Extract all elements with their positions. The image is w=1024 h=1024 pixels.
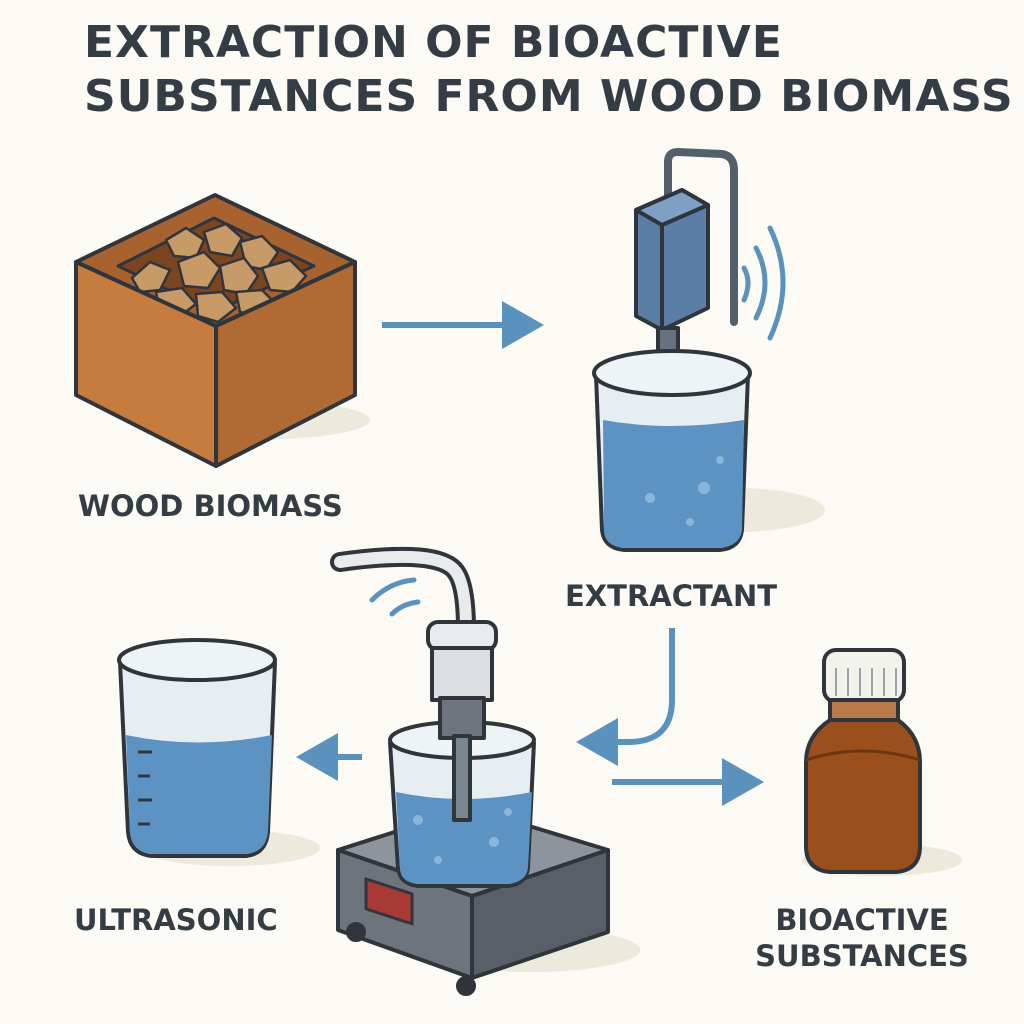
amber-bottle-icon: [802, 648, 962, 876]
sonicator-probe-icon: [634, 148, 738, 454]
title-line-2: SUBSTANCES FROM WOOD BIOMASS: [84, 71, 1014, 122]
label-ultrasonic: ULTRASONIC: [74, 903, 278, 937]
label-extractant: EXTRACTANT: [565, 579, 778, 613]
page-title: EXTRACTION OF BIOACTIVE SUBSTANCES FROM …: [84, 16, 1014, 124]
label-wood-biomass: WOOD BIOMASS: [78, 489, 343, 523]
ultrasonic-beaker-icon: [117, 638, 320, 866]
device-sound-wave-icon: [369, 577, 421, 617]
label-bioactive-line-1: BIOACTIVE: [775, 903, 949, 937]
label-bioactive-line-2: SUBSTANCES: [755, 939, 969, 973]
sound-wave-icon: [741, 225, 786, 341]
wood-box-icon: [74, 193, 370, 468]
arrow-extractant-to-device: [576, 628, 675, 766]
beaker-icon: [592, 349, 825, 552]
label-bioactive-substances: BIOACTIVE SUBSTANCES: [745, 902, 979, 974]
device-probe-icon: [330, 546, 498, 822]
title-line-1: EXTRACTION OF BIOACTIVE: [84, 17, 783, 68]
